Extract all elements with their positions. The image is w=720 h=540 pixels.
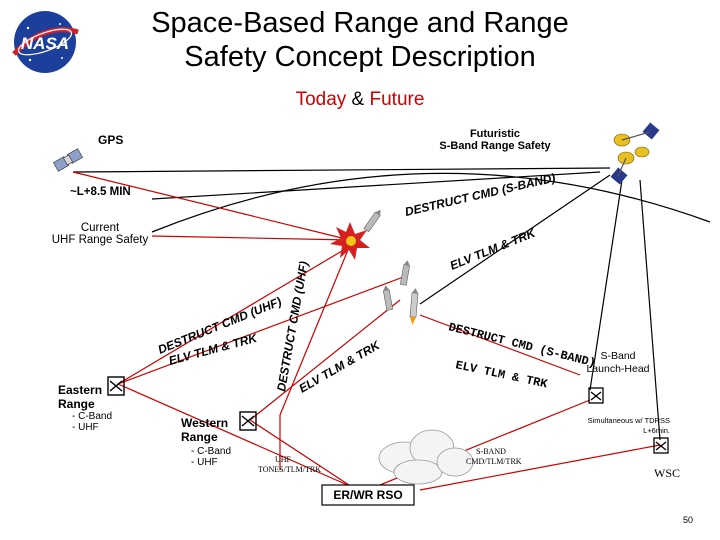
- sband-cmd-line-1: S-BAND: [476, 447, 506, 456]
- western-to-rso-link: [249, 419, 353, 488]
- simultaneous-label: Simultaneous w/ TDRSS L+6min.: [560, 416, 670, 436]
- wsc-to-rso-link: [419, 444, 661, 491]
- western-band-list: - C-Band - UHF: [191, 446, 231, 468]
- rso-label: ER/WR RSO: [333, 488, 403, 502]
- uhf-tones-line-1: UHF: [274, 455, 291, 464]
- sband-launch-head-label: S-Band Launch-Head: [583, 350, 653, 376]
- elv-tlm-trk-right-label: ELV TLM & TRK: [454, 358, 549, 391]
- western-range-label: Western Range: [181, 416, 228, 444]
- current-line-1: Current: [80, 222, 120, 234]
- launchhead-to-satellite-link: [589, 179, 623, 391]
- eastern-to-rocket-link: [117, 275, 407, 385]
- l-plus-label: ~L+8.5 MIN: [70, 186, 131, 198]
- cloud-icon: [378, 429, 474, 485]
- elv-to-satellite-link: [419, 174, 611, 305]
- futuristic-line-1: Futuristic: [469, 128, 521, 140]
- current-line-2: UHF Range Safety: [51, 234, 149, 246]
- western-line-1: Western: [181, 416, 229, 430]
- eastern-line-1: Eastern: [58, 383, 103, 397]
- rso-box: [321, 484, 415, 506]
- earth-horizon: [151, 172, 711, 233]
- eastern-range-label: Eastern Range: [58, 383, 102, 411]
- subtitle-today: Today: [295, 89, 347, 110]
- eastern-uhf: - UHF: [72, 422, 99, 433]
- western-to-rocket-link: [249, 299, 401, 421]
- title-line-1: Space-Based Range and Range: [151, 7, 569, 39]
- western-line-2: Range: [181, 430, 218, 444]
- rocket-icon: [363, 209, 381, 233]
- subtitle-future: Future: [369, 89, 425, 110]
- ground-antenna-icon: [107, 376, 125, 396]
- page-title: Space-Based Range and Range Safety Conce…: [0, 6, 720, 74]
- wsc-label: WSC: [654, 466, 681, 480]
- elv-tlm-trk-mid-label: ELV TLM & TRK: [297, 337, 384, 395]
- elv-tlm-trk-top-label: ELV TLM & TRK: [448, 225, 539, 272]
- futuristic-line-2: S-Band Range Safety: [439, 140, 551, 152]
- ground-antenna-icon: [239, 411, 257, 431]
- simul-line-1: Simultaneous w/ TDRSS: [587, 416, 670, 425]
- subtitle-amp: &: [346, 89, 370, 110]
- tdrss-satellite-icon: [610, 122, 660, 185]
- western-uhf: - UHF: [191, 457, 218, 468]
- uhf-tones-label: UHF TONES/TLM/TRK: [258, 455, 321, 475]
- gps-to-satellite-link: [72, 167, 611, 173]
- eastern-line-2: Range: [58, 397, 95, 411]
- rocket-icon: [383, 285, 393, 311]
- simul-line-2: L+6min.: [643, 426, 670, 435]
- ground-antenna-icon: [588, 387, 604, 404]
- elv-to-launchhead-link: [419, 314, 581, 376]
- nasa-logo: NASA: [12, 11, 79, 73]
- title-line-2: Safety Concept Description: [184, 41, 536, 73]
- rocket-icon: [400, 260, 410, 286]
- eastern-to-explosion-link: [117, 244, 353, 385]
- page-number: 50: [683, 515, 694, 525]
- gps-satellite-icon: [52, 148, 84, 172]
- sband-cmd-line-2: CMD/TLM/TRK: [466, 457, 522, 466]
- rocket-icon: [409, 288, 419, 325]
- sband-cmd-label: S-BAND CMD/TLM/TRK: [466, 447, 522, 467]
- gps-label: GPS: [98, 133, 124, 147]
- explosion-icon: [330, 222, 370, 260]
- ground-antenna-icon: [653, 437, 669, 454]
- gps-to-explosion-link: [72, 171, 351, 241]
- eastern-to-rso-link: [117, 383, 353, 488]
- futuristic-label: Futuristic S-Band Range Safety: [435, 128, 555, 152]
- wsc-to-satellite-link: [639, 179, 661, 441]
- current-uhf-label: Current UHF Range Safety: [48, 222, 152, 246]
- eastern-band-list: - C-Band - UHF: [72, 411, 112, 433]
- svg-text:NASA: NASA: [21, 34, 69, 53]
- current-uhf-link: [151, 235, 351, 241]
- sband-launch-line-2: Launch-Head: [586, 363, 650, 375]
- page-subtitle: Today & Future: [0, 89, 720, 111]
- western-cband: - C-Band: [191, 446, 232, 457]
- eastern-cband: - C-Band: [72, 411, 113, 422]
- sband-launch-line-1: S-Band: [600, 350, 636, 362]
- destruct-sband-top-label: DESTRUCT CMD (S-BAND): [404, 171, 557, 219]
- uhf-tones-line-2: TONES/TLM/TRK: [258, 465, 321, 474]
- lplus-to-satellite-link: [151, 171, 601, 200]
